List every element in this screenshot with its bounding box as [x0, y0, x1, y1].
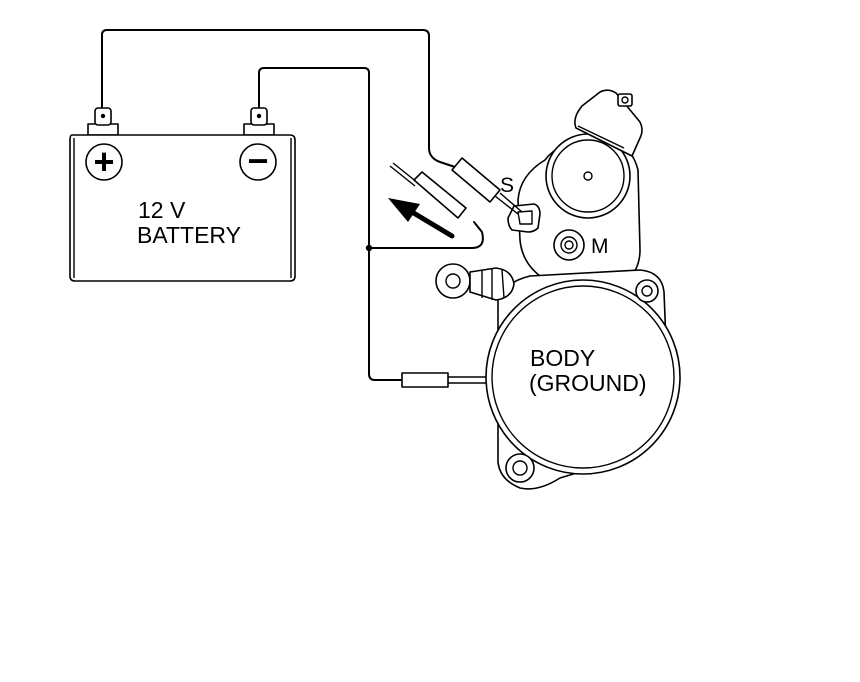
test-lead-ground	[401, 372, 486, 388]
wire-junction-dot	[365, 244, 373, 252]
body-bolt-ear-bottom	[505, 453, 535, 483]
terminal-m-label: M	[591, 235, 609, 258]
test-lead-s-terminal	[451, 157, 523, 215]
battery-positive-post	[87, 107, 119, 136]
terminal-s-label: S	[500, 174, 514, 197]
battery-cable-ring	[435, 263, 515, 301]
battery-negative-symbol: −	[247, 140, 268, 181]
terminal-m-post	[553, 229, 585, 261]
body-label-line1: BODY	[530, 345, 595, 371]
arrow-up-left-icon	[388, 198, 455, 239]
terminal-s-tab	[507, 203, 541, 233]
wire-positive-to-s-terminal	[101, 29, 459, 169]
battery-negative-post	[243, 107, 275, 136]
body-label-line2: (GROUND)	[529, 370, 647, 396]
starter-motor: M S BODY (GROUND)	[435, 89, 681, 490]
battery-case	[69, 134, 296, 282]
test-lead-free	[389, 162, 467, 219]
battery-positive-symbol: +	[93, 141, 114, 182]
body-bolt-ear-top	[635, 279, 659, 303]
wire-junction-branch	[368, 221, 484, 249]
battery-voltage-label: 12 V	[138, 197, 186, 223]
battery-negative-circle	[239, 143, 277, 181]
wire-negative-to-ground	[258, 67, 403, 381]
battery-name-label: BATTERY	[137, 222, 241, 248]
battery: + − 12 V BATTERY	[69, 107, 296, 282]
wires	[101, 29, 484, 381]
battery-positive-circle	[85, 143, 123, 181]
solenoid-cap	[574, 89, 643, 157]
